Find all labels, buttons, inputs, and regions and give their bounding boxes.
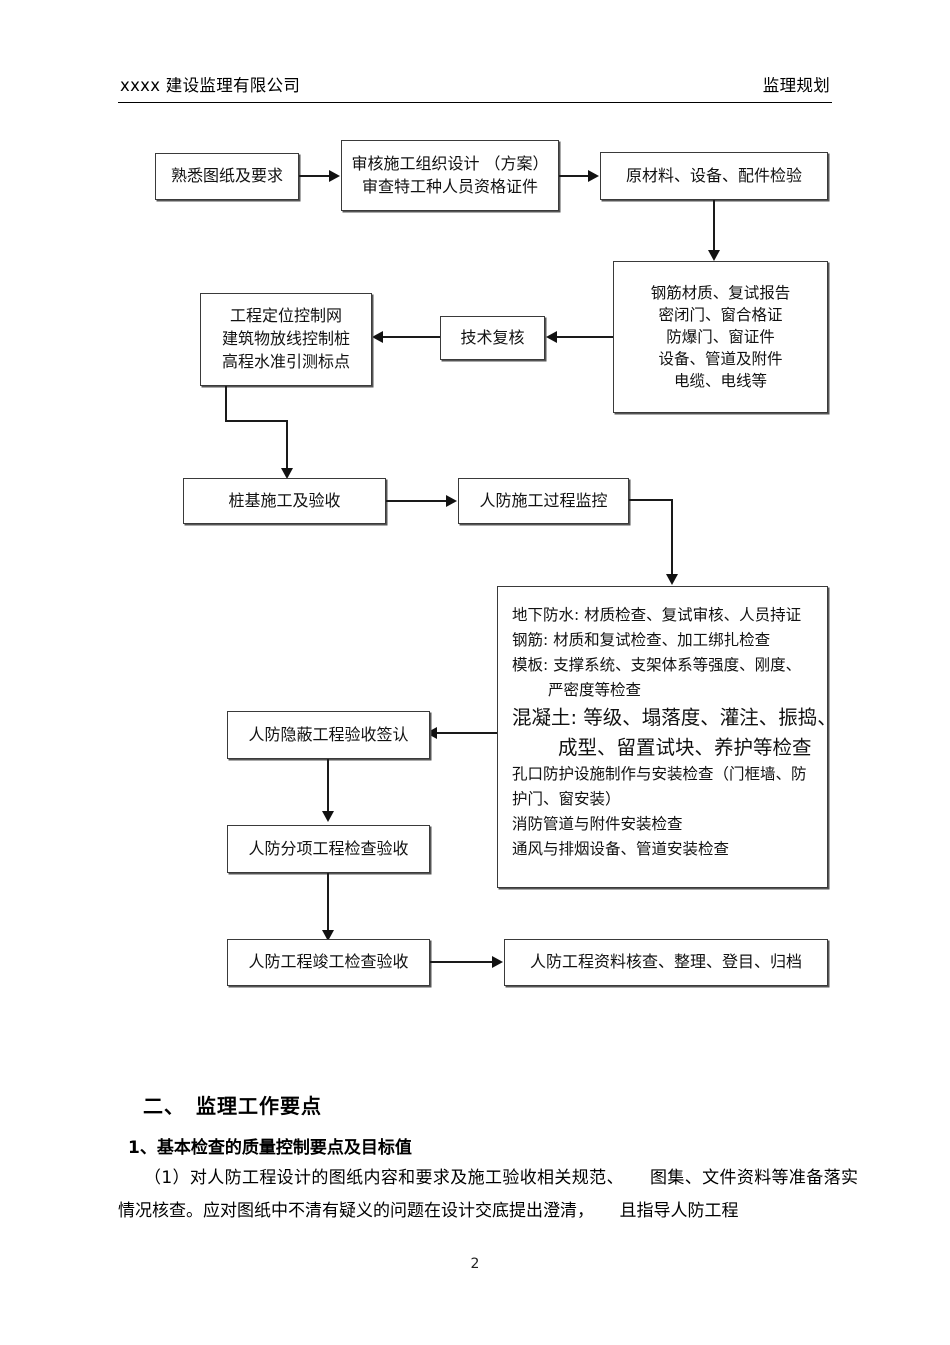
flow-node-label: 人防工程竣工检查验收 <box>248 952 409 972</box>
connector-n1-n2 <box>299 175 330 178</box>
connector-n5-n6 <box>381 336 440 339</box>
flow-node-construction-process-monitoring: 人防施工过程监控 <box>458 478 629 524</box>
flow-node-label-line1: 钢筋材质、复试报告 <box>650 284 791 302</box>
detail-line-rebar: 钢筋: 材质和复试检查、加工绑扎检查 <box>512 631 771 650</box>
flow-node-technical-review: 技术复核 <box>440 316 545 360</box>
flow-node-material-equipment-inspection: 原材料、设备、配件检验 <box>600 152 828 200</box>
arrowhead-n12-n13 <box>492 955 503 968</box>
flow-node-label: 人防工程资料核查、整理、登目、归档 <box>529 952 802 972</box>
flow-node-completion-acceptance: 人防工程竣工检查验收 <box>227 939 430 986</box>
flow-node-concealed-works-signoff: 人防隐蔽工程验收签认 <box>227 711 430 759</box>
detail-line-opening-protection: 孔口防护设施制作与安装检查（门框墙、防护门、窗安装） <box>512 764 807 809</box>
connector-n12-n13 <box>430 961 493 964</box>
detail-line-formwork-cont: 严密度等检查 <box>548 681 642 700</box>
connector-n9-n10 <box>435 732 497 735</box>
arrowhead-n2-n3 <box>588 169 599 182</box>
flow-node-material-certificates: 钢筋材质、复试报告 密闭门、窗合格证 防爆门、窗证件 设备、管道及附件 电缆、电… <box>613 261 828 413</box>
arrowhead-n3-n4 <box>707 250 720 261</box>
connector-n7-n8 <box>386 500 447 503</box>
flow-node-label-line2: 审查特工种人员资格证件 <box>361 176 538 196</box>
header-company-name: xxxx 建设监理有限公司 <box>120 76 301 95</box>
section-heading: 二、 监理工作要点 <box>143 1094 322 1118</box>
connector-n6-n7-v1 <box>225 386 228 422</box>
flow-node-label-line1: 审核施工组织设计 （方案） <box>351 153 549 173</box>
flow-node-label: 原材料、设备、配件检验 <box>625 165 802 185</box>
flow-node-inspection-details: 地下防水: 材质检查、复试审核、人员持证 钢筋: 材质和复试检查、加工绑扎检查 … <box>497 586 837 888</box>
page-number: 2 <box>470 1256 480 1272</box>
flow-node-records-archiving: 人防工程资料核查、整理、登目、归档 <box>504 939 828 986</box>
detail-line-ventilation: 通风与排烟设备、管道安装检查 <box>512 840 730 859</box>
flow-node-label: 桩基施工及验收 <box>228 490 341 510</box>
connector-n4-n5 <box>555 336 613 339</box>
connector-n2-n3 <box>559 175 589 178</box>
connector-n3-n4 <box>713 200 716 254</box>
flow-node-label: 技术复核 <box>460 327 525 347</box>
connector-n11-n12 <box>327 873 330 935</box>
connector-n8-n9-v <box>671 499 674 579</box>
body-paragraph: （1）对人防工程设计的图纸内容和要求及施工验收相关规范、 图集、文件资料等准备落… <box>118 1168 858 1222</box>
flow-node-label: 人防隐蔽工程验收签认 <box>248 724 409 744</box>
flow-node-subitem-acceptance: 人防分项工程检查验收 <box>227 825 430 873</box>
detail-line-concrete: 混凝土: 等级、塌落度、灌注、振捣、 <box>512 706 837 730</box>
detail-line-concrete-cont: 成型、留置试块、养护等检查 <box>558 735 812 759</box>
header-document-type: 监理规划 <box>762 76 830 95</box>
detail-line-fire-piping: 消防管道与附件安装检查 <box>512 815 683 834</box>
flow-node-label-line4: 设备、管道及附件 <box>658 350 783 368</box>
flow-node-survey-control-network: 工程定位控制网 建筑物放线控制桩 高程水准引测标点 <box>200 293 372 386</box>
flow-node-label-line5: 电缆、电线等 <box>673 372 767 390</box>
connector-n10-n11 <box>327 759 330 815</box>
flow-node-label-line3: 高程水准引测标点 <box>221 351 350 371</box>
flow-node-label-line1: 工程定位控制网 <box>229 306 342 326</box>
connector-n6-n7-h <box>225 420 288 423</box>
flow-node-label: 人防分项工程检查验收 <box>248 838 409 858</box>
arrowhead-n11-n12 <box>321 930 334 941</box>
arrowhead-n7-n8 <box>446 494 457 507</box>
flow-node-pile-foundation-acceptance: 桩基施工及验收 <box>183 478 386 524</box>
detail-line-waterproofing: 地下防水: 材质检查、复试审核、人员持证 <box>512 606 802 624</box>
arrowhead-n4-n5 <box>546 330 557 343</box>
flow-node-label-line2: 建筑物放线控制桩 <box>221 329 350 349</box>
arrowhead-n8-n9 <box>665 574 678 585</box>
flow-node-familiarize-drawings: 熟悉图纸及要求 <box>155 153 299 200</box>
arrowhead-n9-n10 <box>426 726 437 739</box>
arrowhead-n6-n7 <box>280 468 293 479</box>
flow-node-label: 熟悉图纸及要求 <box>170 166 283 186</box>
connector-n6-n7-v2 <box>286 420 289 473</box>
arrowhead-n1-n2 <box>329 169 340 182</box>
page-header: xxxx 建设监理有限公司 监理规划 <box>118 72 832 103</box>
arrowhead-n10-n11 <box>321 811 334 822</box>
flow-node-label-line3: 防爆门、窗证件 <box>666 328 775 346</box>
detail-line-formwork: 模板: 支撑系统、支架体系等强度、刚度、 <box>512 656 802 675</box>
flow-node-label: 人防施工过程监控 <box>479 490 608 510</box>
flow-node-label-line2: 密闭门、窗合格证 <box>658 306 783 324</box>
flow-node-review-construction-plan: 审核施工组织设计 （方案） 审查特工种人员资格证件 <box>341 140 559 211</box>
connector-n8-n9-h <box>629 499 673 502</box>
subsection-heading: 1、基本检查的质量控制要点及目标值 <box>128 1138 412 1158</box>
arrowhead-n5-n6 <box>372 330 383 343</box>
